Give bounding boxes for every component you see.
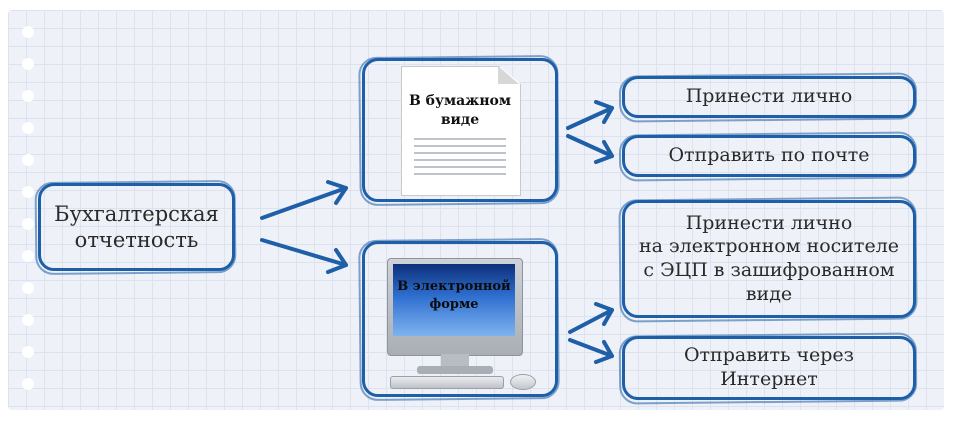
arrow-electronic-to-option3 <box>568 302 614 334</box>
option-line: Интернет <box>720 368 818 390</box>
arrow-paper-to-option1 <box>566 100 614 130</box>
document-text-line <box>414 173 506 175</box>
binder-hole <box>22 346 34 358</box>
root-node: Бухгалтерская отчетность <box>38 183 235 271</box>
document-text-line <box>414 159 506 161</box>
binder-hole <box>22 58 34 70</box>
paper-branch-label-line: В бумажном <box>408 93 512 109</box>
binder-hole <box>22 282 34 294</box>
keyboard-icon <box>390 376 504 389</box>
paper-branch-label-line: виде <box>440 111 480 128</box>
option-line: виде <box>745 282 793 305</box>
document-text-line <box>414 152 506 154</box>
option-line: Принести лично <box>685 211 853 234</box>
arrow-electronic-to-option4 <box>568 338 614 364</box>
binder-hole <box>22 218 34 230</box>
binder-hole <box>22 186 34 198</box>
electronic-branch-label-line: В электронной <box>397 279 511 294</box>
option-send-via-internet: Отправить через Интернет <box>622 336 916 400</box>
document-text-line <box>414 138 506 140</box>
option-bring-in-person: Принести лично <box>622 76 916 118</box>
binder-hole <box>22 122 34 134</box>
option-line: Принести лично <box>685 85 853 108</box>
option-line: Отправить по почте <box>668 144 870 167</box>
option-line: на электронном носителе <box>638 235 900 258</box>
electronic-branch-label-line: форме <box>429 296 479 312</box>
binder-hole <box>22 378 34 390</box>
option-line: с ЭЦП в зашифрованном <box>643 259 895 281</box>
paper-branch-label: В бумажном виде <box>401 92 519 130</box>
arrow-root-to-electronic <box>260 238 348 274</box>
document-text-line <box>414 166 506 168</box>
electronic-branch-label: В электронной форме <box>393 278 515 313</box>
arrow-paper-to-option2 <box>566 134 614 164</box>
binder-hole <box>22 154 34 166</box>
option-send-by-mail: Отправить по почте <box>622 135 916 177</box>
binder-hole <box>22 90 34 102</box>
binder-hole <box>22 26 34 38</box>
document-text-line <box>414 145 506 147</box>
binder-hole <box>22 250 34 262</box>
option-bring-electronic-media: Принести лично на электронном носителе с… <box>622 200 916 318</box>
mouse-icon <box>510 374 536 390</box>
arrow-root-to-paper <box>260 180 348 220</box>
electronic-branch-frame <box>362 241 558 397</box>
monitor-base <box>417 366 493 374</box>
root-label: Бухгалтерская отчетность <box>54 201 219 252</box>
option-line: Отправить через <box>683 344 855 367</box>
monitor-stand <box>441 354 469 368</box>
paper-branch-frame <box>362 58 558 202</box>
binder-hole <box>22 314 34 326</box>
monitor-screen <box>393 264 515 336</box>
